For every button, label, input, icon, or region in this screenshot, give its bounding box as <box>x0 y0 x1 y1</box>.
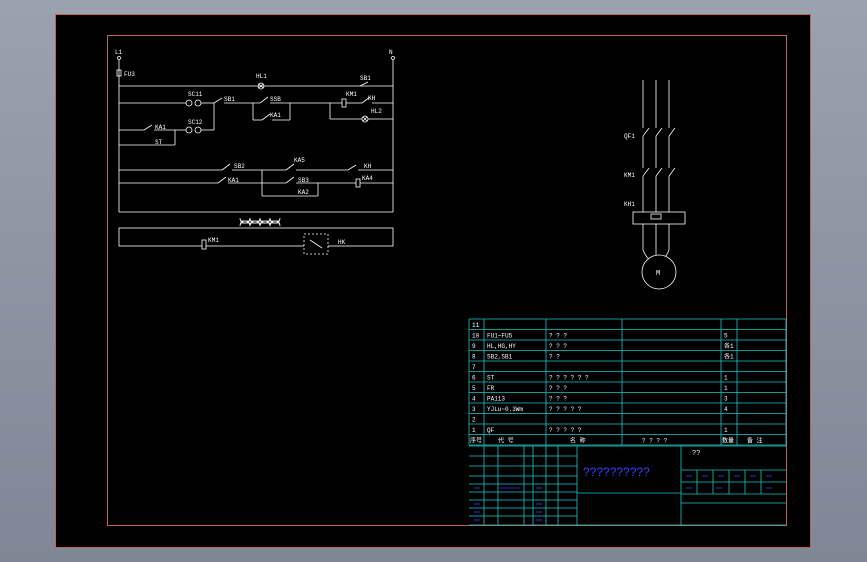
motor-labels: QF1 KM1 KH1 M <box>624 133 660 278</box>
inner-border <box>107 35 787 526</box>
transformer <box>239 217 281 227</box>
table-cell-no: 1 <box>472 427 476 434</box>
thermal-relay-kh1 <box>632 211 686 225</box>
table-cell-no: 8 <box>472 354 476 361</box>
table-cell-no: 6 <box>472 375 476 382</box>
table-cell-no: 3 <box>472 406 476 413</box>
label-ka2: KA2 <box>298 189 309 196</box>
label-qf1: QF1 <box>624 133 635 140</box>
table-cell-qty: 1 <box>724 385 728 392</box>
label-m: M <box>656 270 660 278</box>
motor-m <box>641 254 677 290</box>
l1-terminal <box>117 56 121 60</box>
label-km1-bottom: KM1 <box>208 237 219 244</box>
coil-ka4 <box>355 178 361 188</box>
label-fu3: FU3 <box>124 71 135 78</box>
table-cell-no: 7 <box>472 364 476 371</box>
table-cell-name: ? ? ? ? ? <box>549 427 582 434</box>
label-ka5: KA5 <box>294 157 305 164</box>
table-cell-no: 2 <box>472 417 476 424</box>
table-cell-name: ? ? <box>549 354 560 361</box>
label-km1: KM1 <box>346 91 357 98</box>
label-sc11: SC11 <box>188 91 203 98</box>
table-header-no: 序号 <box>470 437 482 445</box>
table-cell-no: 9 <box>472 343 476 350</box>
contact-sc11-b <box>194 99 202 107</box>
contact-sc12-a <box>185 126 193 134</box>
n-terminal <box>391 56 395 60</box>
table-header-note: 备 注 <box>747 437 763 445</box>
table-cell-name: ? ? ? ? ? <box>549 406 582 413</box>
table-cell-qty: 各1 <box>724 342 734 350</box>
table-header-name: 名 称 <box>570 437 586 445</box>
title-block <box>469 445 786 526</box>
label-hl2: HL2 <box>371 108 382 115</box>
table-cell-no: 11 <box>472 322 480 329</box>
contact-sc11-a <box>185 99 193 107</box>
table-cell-name: ? ? ? ? ? ? <box>549 375 589 382</box>
title-block-marks <box>474 475 772 521</box>
label-kh1: KH1 <box>624 201 635 208</box>
table-cell-name: ? ? ? <box>549 343 567 350</box>
table-cell-no: 5 <box>472 385 476 392</box>
table-cell-qty: 1 <box>724 427 728 434</box>
label-sb1: SB1 <box>360 75 371 82</box>
table-cell-code: YJLu~0.3Wm <box>487 406 523 413</box>
label-sc12: SC12 <box>188 119 203 126</box>
label-ka1b: KA1 <box>155 124 166 131</box>
label-ka1c: KA1 <box>228 177 239 184</box>
table-cell-code: FR <box>487 385 495 392</box>
table-cell-code: FU1~FU5 <box>487 333 513 340</box>
coil-km1 <box>341 98 347 108</box>
contact-sc12-b <box>194 126 202 134</box>
label-ssb: SSB <box>270 96 281 103</box>
label-ka4: KA4 <box>362 175 373 182</box>
label-sb2: SB2 <box>234 163 245 170</box>
table-header-code: 代 号 <box>498 437 514 445</box>
label-sb1b: SB1 <box>224 96 235 103</box>
label-hl1: HL1 <box>256 73 267 80</box>
table-header-spec: ? ? ? ? <box>642 438 668 445</box>
fuse-fu3 <box>116 69 122 77</box>
table-cell-qty: 4 <box>724 406 728 413</box>
drawing-title: ?????????? <box>583 465 650 479</box>
title-corner-text: ?? <box>692 450 700 458</box>
table-cell-qty: 各1 <box>724 353 734 361</box>
coil-km1-bottom <box>201 239 207 250</box>
table-cell-qty: 5 <box>724 333 728 340</box>
table-cell-code: ST <box>487 375 495 382</box>
table-cell-code: PA113 <box>487 396 505 403</box>
label-st: ST <box>155 139 163 146</box>
output-loop <box>118 227 394 247</box>
label-hk: HK <box>338 239 346 246</box>
table-cell-name: ? ? ? <box>549 396 567 403</box>
label-ka1: KA1 <box>270 112 281 119</box>
table-cell-name: ? ? ? <box>549 333 567 340</box>
label-motor-km1: KM1 <box>624 172 635 179</box>
table-cell-no: 4 <box>472 396 476 403</box>
control-labels: L1 N FU3 HL1 SB1 SC11 SB1 SSB KA1 KM1 KH… <box>115 49 393 246</box>
table-cell-qty: 3 <box>724 396 728 403</box>
motor-circuit <box>632 80 686 290</box>
thermal-element <box>650 213 662 220</box>
label-kh: KH <box>368 95 376 102</box>
control-circuit <box>116 56 395 255</box>
table-cell-code: HL,HG,HY <box>487 343 516 350</box>
table-cell-code: SB2,SB1 <box>487 354 513 361</box>
table-cell-name: ? ? ? <box>549 385 567 392</box>
lamp-hl1 <box>257 82 265 90</box>
table-cell-qty: 1 <box>724 375 728 382</box>
switch-sb1 <box>359 81 369 87</box>
outer-border <box>55 14 811 548</box>
label-l1: L1 <box>115 49 123 56</box>
label-n: N <box>389 49 393 56</box>
label-kh2: KH <box>364 163 372 170</box>
table-cell-no: 10 <box>472 333 480 340</box>
table-cell-code: QF <box>487 427 495 434</box>
label-sb3: SB3 <box>298 177 309 184</box>
table-header-qty: 数量 <box>722 437 734 445</box>
